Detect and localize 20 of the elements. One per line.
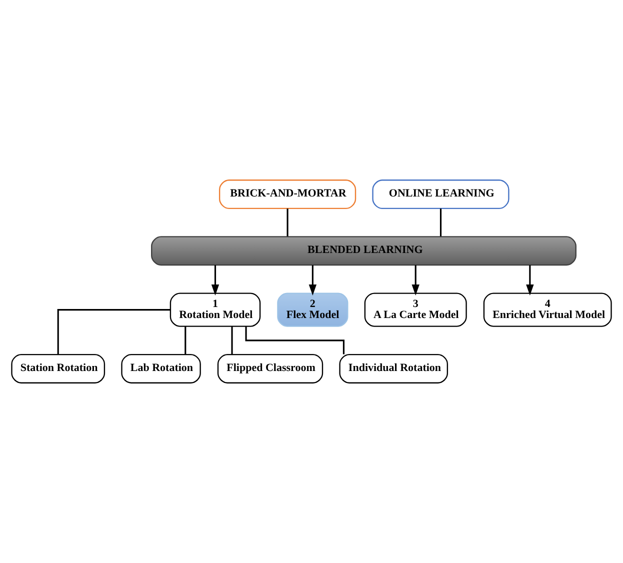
connector: [184, 326, 186, 355]
connector: [286, 208, 288, 236]
node-box: Station Rotation: [11, 354, 106, 384]
arrow: [211, 265, 220, 296]
node-box: ONLINE LEARNING: [372, 180, 510, 210]
node-box: 1 Rotation Model: [170, 292, 261, 327]
node-box: Flipped Classroom: [217, 354, 324, 384]
connector: [231, 326, 233, 355]
node-box: BLENDED LEARNING: [151, 236, 576, 266]
node-box: 3 A La Carte Model: [364, 292, 467, 327]
arrow: [308, 265, 317, 296]
arrow: [412, 265, 420, 296]
node-box: Individual Rotation: [339, 354, 448, 384]
node-box: BRICK-AND-MORTAR: [218, 180, 356, 210]
connector: [440, 208, 442, 236]
arrow: [526, 265, 534, 296]
node-box: Lab Rotation: [121, 354, 201, 384]
connector: [57, 309, 170, 354]
node-box: 4 Enriched Virtual Model: [483, 292, 612, 327]
node-box: 2 Flex Model: [277, 292, 348, 327]
